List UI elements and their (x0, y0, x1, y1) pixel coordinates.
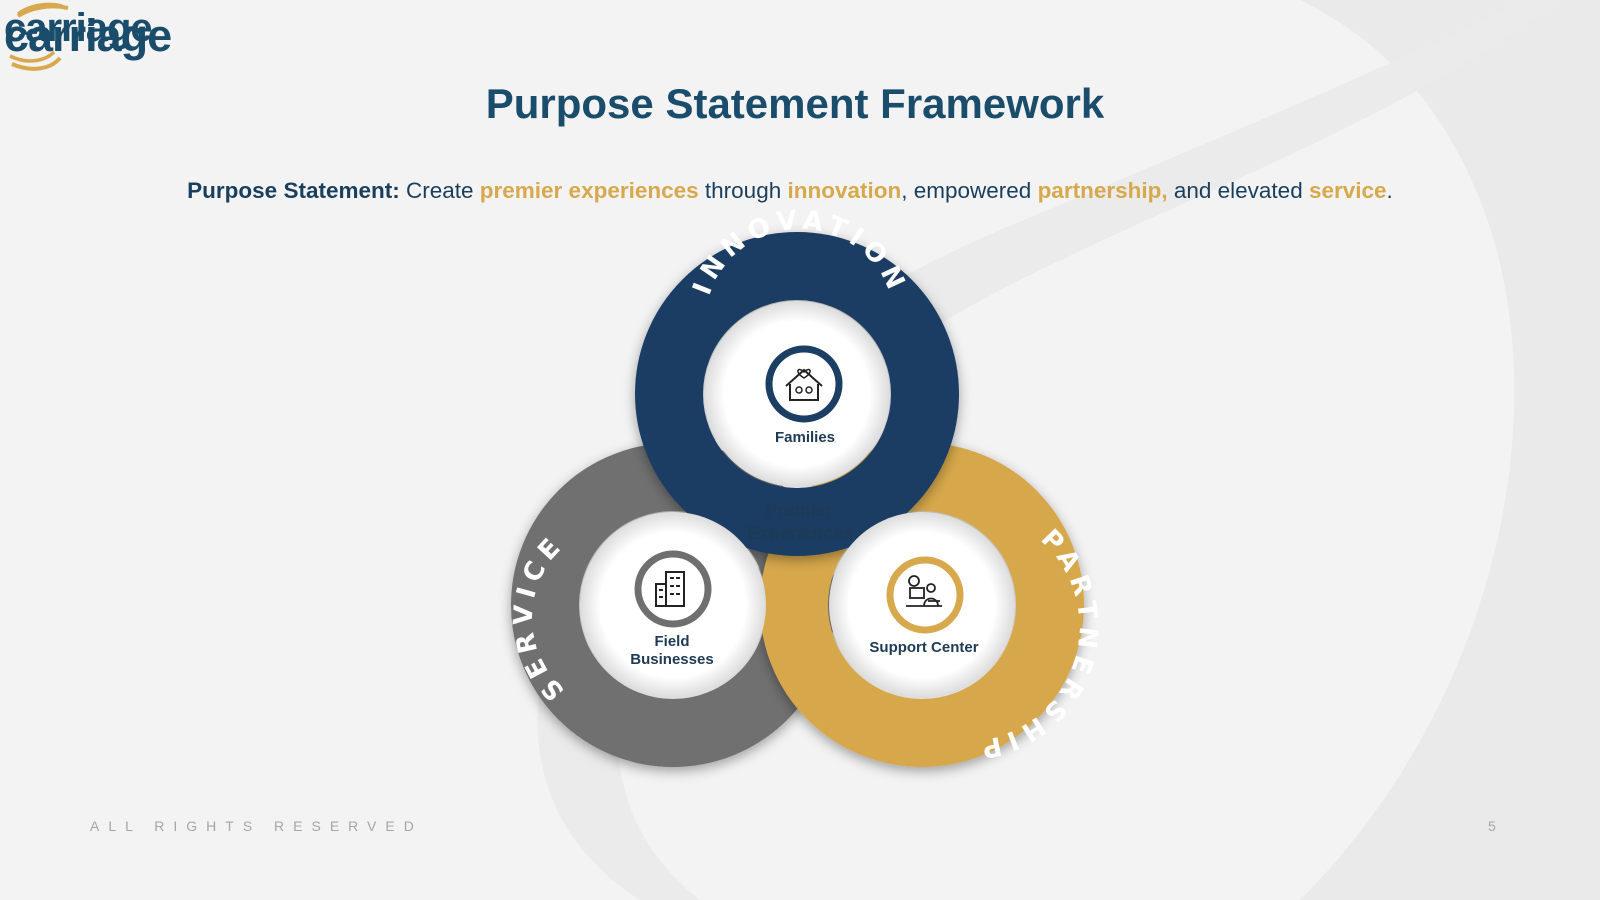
family-home-icon (765, 345, 843, 423)
purpose-statement: Purpose Statement: Create premier experi… (80, 178, 1500, 204)
center-label-line1: Premier (765, 500, 832, 520)
statement-highlight: partnership, (1037, 178, 1168, 203)
logo-swoosh-icon (9, 2, 63, 63)
statement-highlight: innovation (787, 178, 902, 203)
logo-wordmark: carriage (4, 6, 153, 50)
ring-innovation (635, 232, 959, 556)
footer-rights: ALL RIGHTS RESERVED (90, 818, 423, 834)
inner-label-families: Families (775, 429, 835, 446)
page-number: 5 (1488, 818, 1496, 834)
office-building-icon (634, 550, 712, 628)
statement-text: . (1386, 178, 1393, 203)
support-desk-icon (886, 556, 964, 634)
page-title: Purpose Statement Framework (485, 80, 1105, 127)
inner-label-support-center: Support Center (869, 639, 978, 656)
carriage-logo-bottom: carriage (0, 2, 153, 150)
statement-text: and elevated (1167, 178, 1309, 203)
logo-swoosh-icon (11, 4, 69, 71)
inner-label-businesses: Businesses (630, 651, 713, 668)
statement-highlight: service (1308, 178, 1387, 203)
carriage-logo: carriage (0, 0, 172, 80)
statement-highlight: premier experiences (479, 178, 699, 203)
statement-text: Create (399, 178, 480, 203)
statement-lead: Purpose Statement: (187, 178, 400, 203)
center-label-line2: Experiences (747, 523, 853, 543)
statement-text: , empowered (901, 178, 1038, 203)
inner-label-field: Field (654, 633, 689, 650)
logo-wordmark: carriage (4, 10, 172, 61)
statement-text: through (698, 178, 788, 203)
